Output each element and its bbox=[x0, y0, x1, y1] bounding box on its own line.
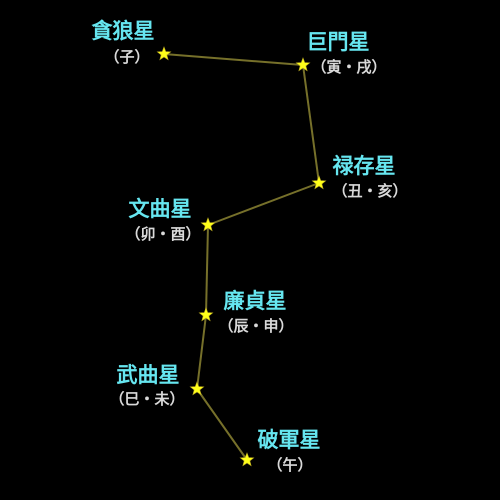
star-icon bbox=[295, 57, 311, 72]
star-branch-label: （辰・申） bbox=[218, 317, 293, 335]
star-branch-label: （丑・亥） bbox=[332, 182, 407, 200]
constellation-line bbox=[163, 53, 304, 66]
constellation-line bbox=[207, 182, 320, 226]
star-icon bbox=[200, 217, 216, 232]
star-name-label: 文曲星 bbox=[129, 197, 192, 221]
constellation-labels: 貪狼星 （子） 巨門星 （寅・戌） 禄存星 （丑・亥） 文曲星 （卯・酉） 廉貞… bbox=[92, 19, 408, 474]
constellation-line bbox=[196, 388, 248, 461]
constellation-lines bbox=[163, 53, 320, 461]
star-name-label: 巨門星 bbox=[307, 30, 370, 54]
star-name-label: 武曲星 bbox=[117, 363, 180, 387]
star-name-label: 禄存星 bbox=[333, 154, 396, 178]
constellation-line bbox=[205, 224, 209, 316]
star-name-label: 貪狼星 bbox=[92, 19, 155, 43]
star-icon bbox=[156, 46, 172, 61]
star-branch-label: （巳・未） bbox=[109, 390, 184, 408]
star-icon bbox=[189, 381, 205, 396]
constellation-line bbox=[302, 64, 320, 184]
constellation-stars bbox=[156, 46, 327, 467]
star-icon bbox=[311, 175, 327, 190]
star-branch-label: （卯・酉） bbox=[125, 225, 200, 243]
star-name-label: 破軍星 bbox=[258, 428, 321, 452]
star-branch-label: （寅・戌） bbox=[311, 58, 386, 76]
star-name-label: 廉貞星 bbox=[224, 289, 287, 313]
star-icon bbox=[239, 452, 255, 467]
star-icon bbox=[198, 307, 214, 322]
star-branch-label: （午） bbox=[267, 456, 312, 474]
star-branch-label: （子） bbox=[104, 48, 149, 66]
constellation-line bbox=[196, 314, 207, 390]
